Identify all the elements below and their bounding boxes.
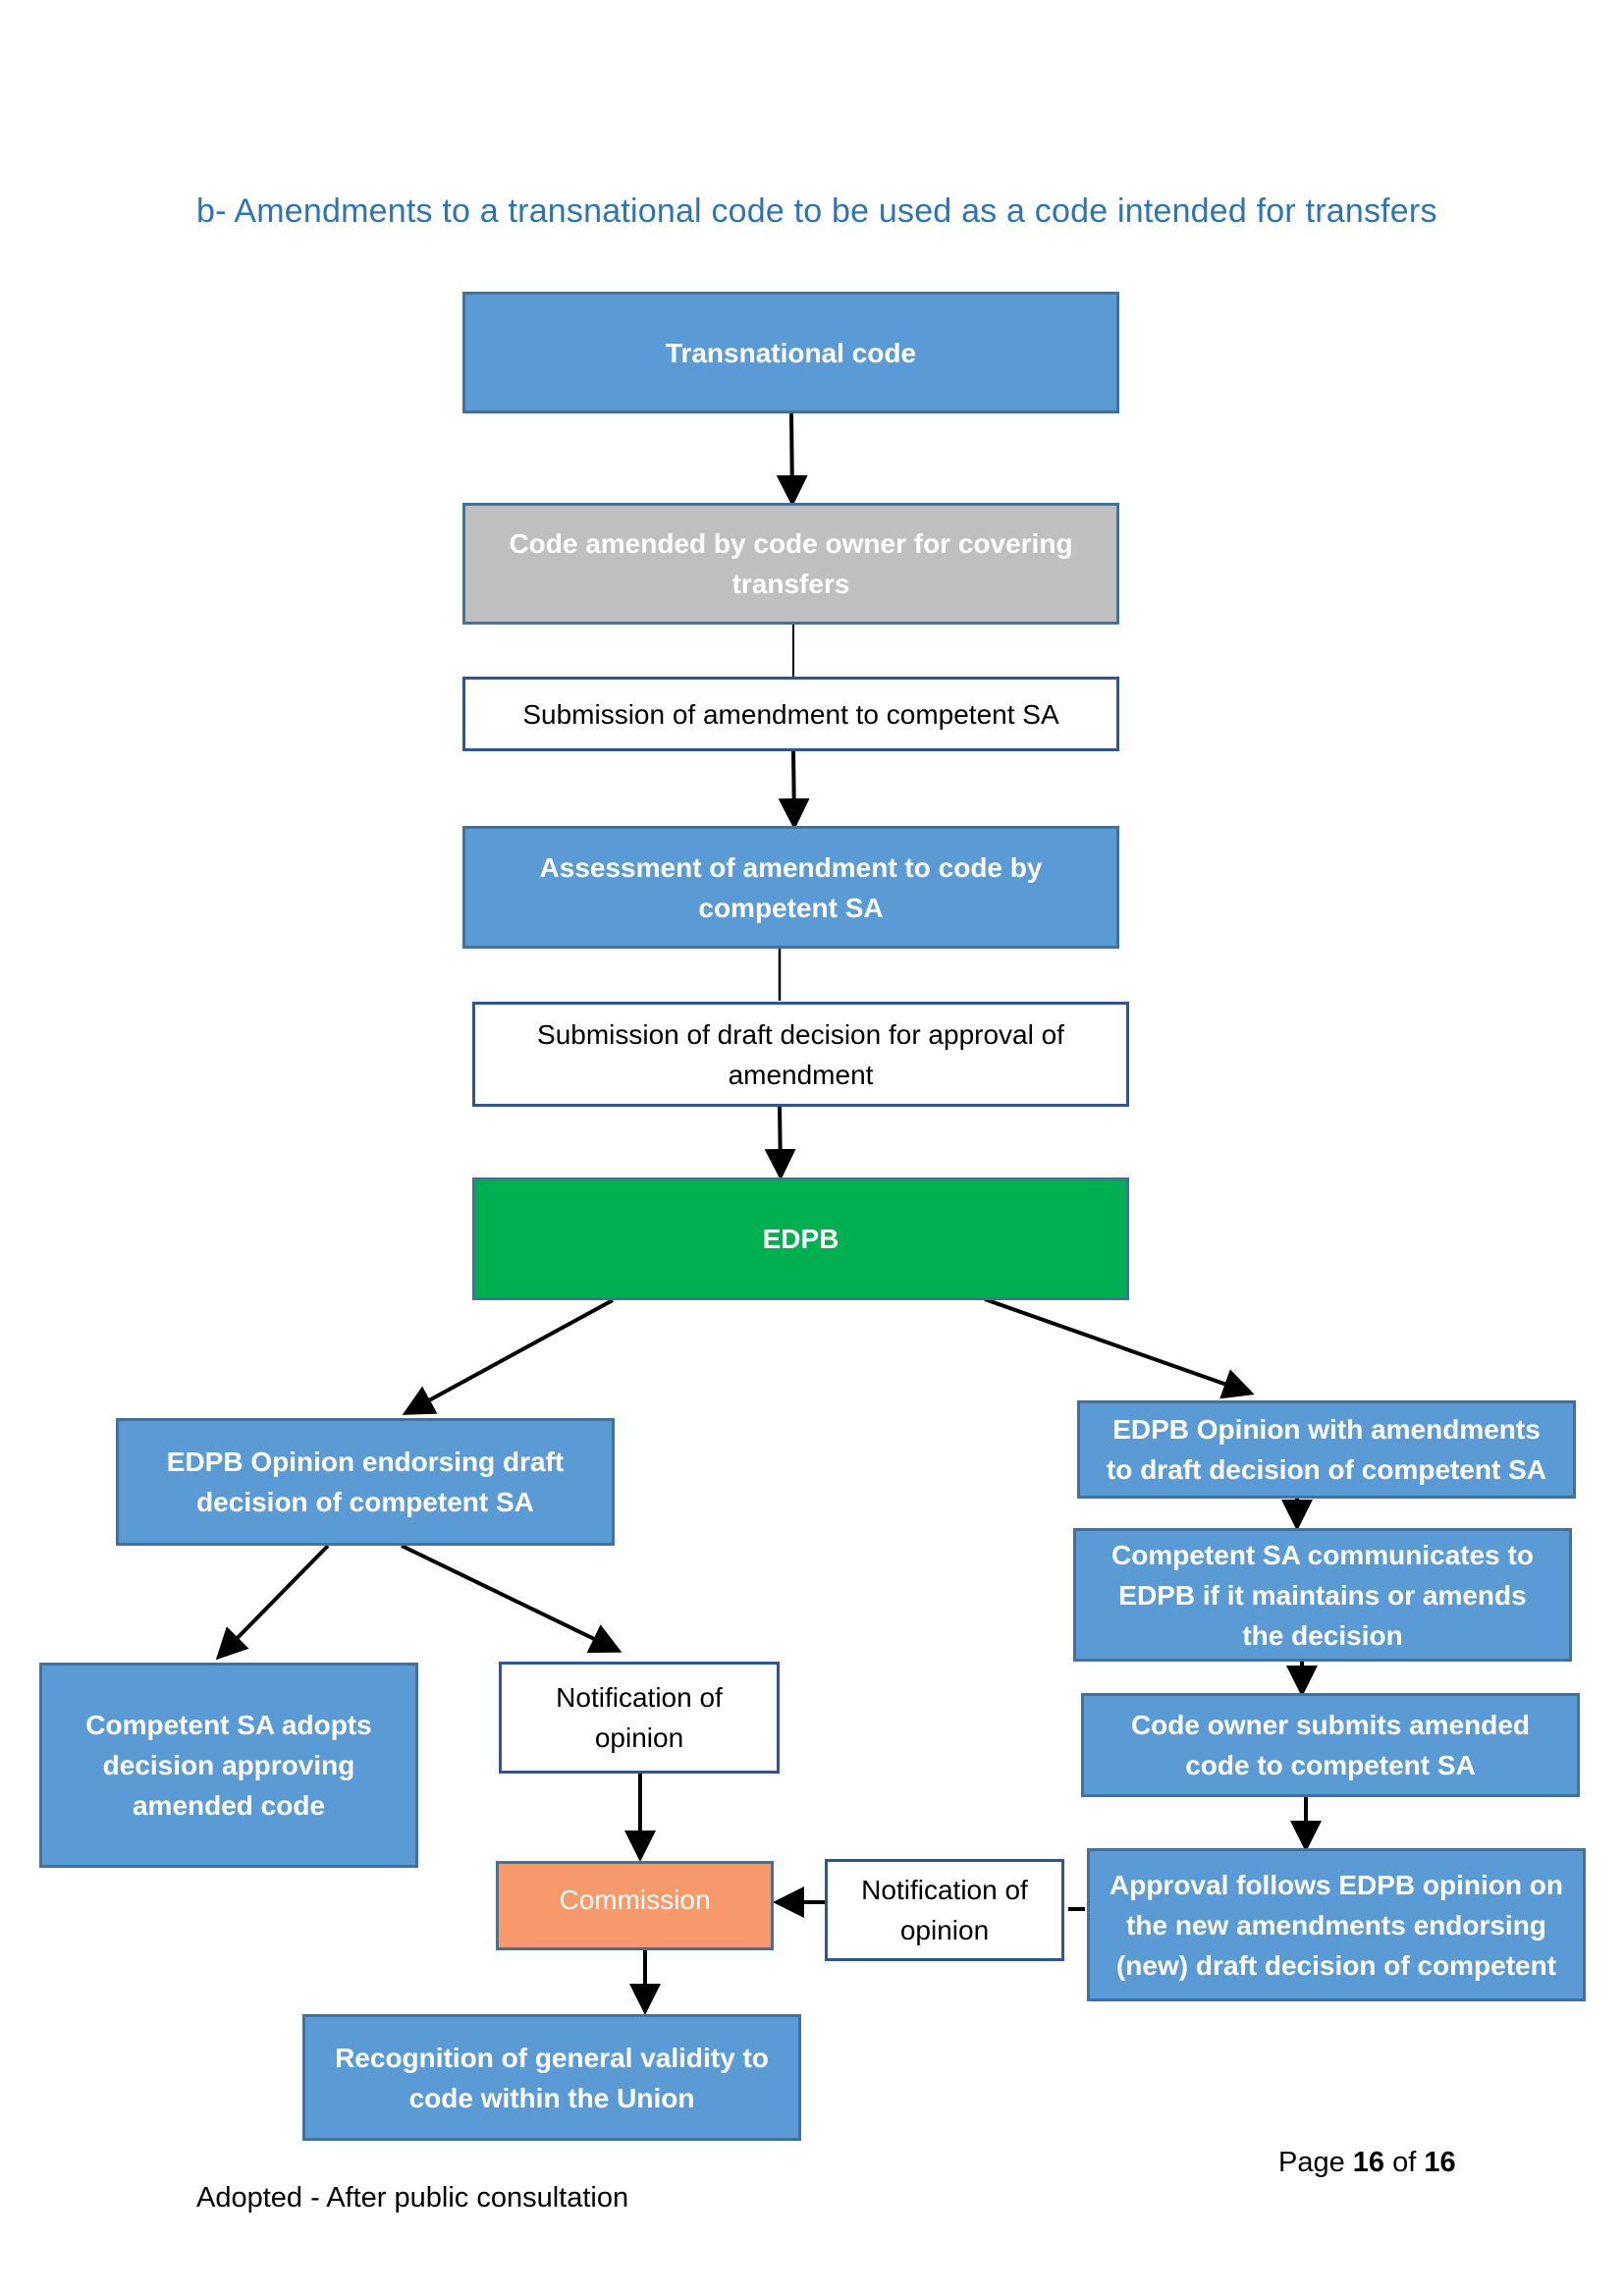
node-sa-communicates: Competent SA communicates to EDPB if it …: [1073, 1528, 1572, 1662]
node-assessment: Assessment of amendment to code by compe…: [462, 826, 1119, 949]
arrow-draft-to-edpb: [764, 1105, 796, 1180]
arrow-submission-to-assessment: [778, 749, 810, 830]
section-heading: b- Amendments to a transnational code to…: [196, 192, 1437, 230]
node-approval-follows: Approval follows EDPB opinion on the new…: [1087, 1848, 1586, 2001]
node-submission-draft: Submission of draft decision for approva…: [472, 1002, 1129, 1107]
page-number: Page 16 of 16: [1278, 2147, 1456, 2179]
node-recognition: Recognition of general validity to code …: [302, 2014, 801, 2141]
node-opinion-endorsing: EDPB Opinion endorsing draft decision of…: [116, 1418, 615, 1546]
page-total: 16: [1424, 2147, 1456, 2178]
node-transnational-code: Transnational code: [462, 292, 1119, 413]
node-commission: Commission: [496, 1861, 774, 1950]
page-of: of: [1392, 2147, 1417, 2178]
document-status: Adopted - After public consultation: [196, 2182, 629, 2214]
arrow-edpb-to-amendments: [984, 1297, 1255, 1399]
node-code-amended: Code amended by code owner for covering …: [462, 503, 1119, 625]
node-notification-left: Notification of opinion: [499, 1662, 780, 1774]
node-owner-submits: Code owner submits amended code to compe…: [1081, 1693, 1580, 1797]
arrow-edpb-to-endorsing: [402, 1298, 614, 1415]
page-current: 16: [1352, 2147, 1385, 2178]
node-sa-adopts: Competent SA adopts decision approving a…: [39, 1663, 418, 1868]
arrow-endorsing-to-adopts: [215, 1544, 330, 1661]
page-word: Page: [1278, 2147, 1345, 2178]
node-opinion-amendments: EDPB Opinion with amendments to draft de…: [1077, 1400, 1576, 1499]
node-submission-amendment: Submission of amendment to competent SA: [462, 677, 1119, 751]
node-notification-right: Notification of opinion: [825, 1859, 1064, 1961]
arrow-transnational-to-amended: [776, 412, 808, 507]
arrow-endorsing-to-notification: [401, 1544, 623, 1654]
node-edpb: EDPB: [472, 1177, 1129, 1300]
